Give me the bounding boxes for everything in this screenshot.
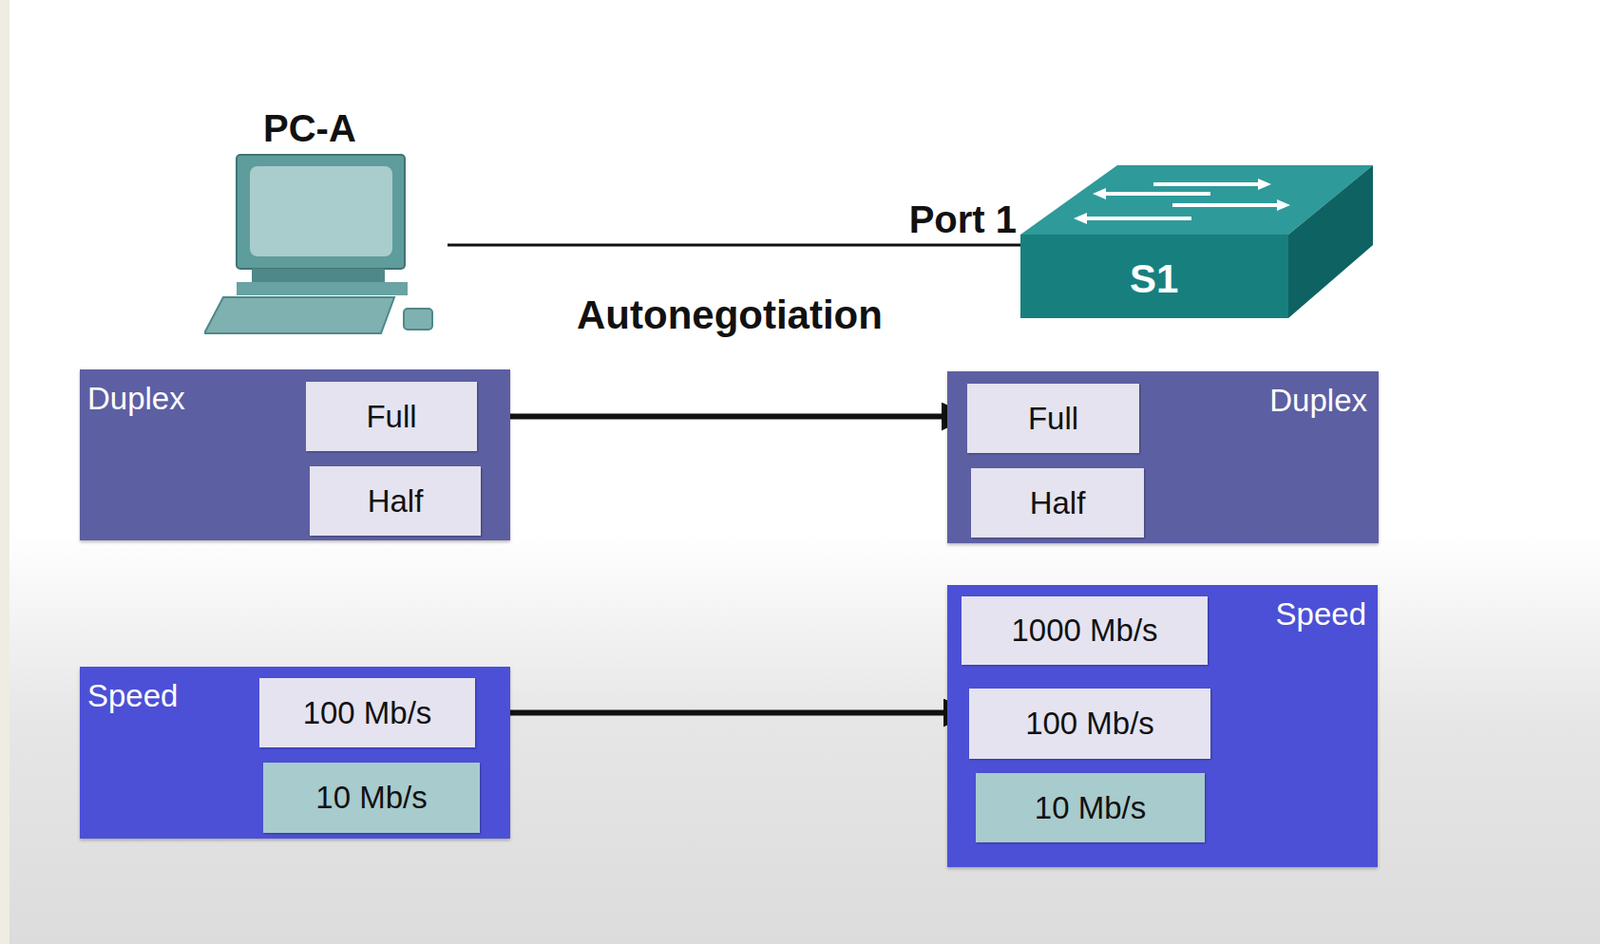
option-box: Half bbox=[309, 466, 481, 536]
caption-label: Autonegotiation bbox=[576, 292, 883, 339]
option-text: Full bbox=[1028, 400, 1079, 438]
negotiation-arrow bbox=[475, 710, 970, 717]
switch-icon: S1 bbox=[1020, 163, 1374, 320]
panel-heading: Speed bbox=[1276, 596, 1367, 633]
option-box: 100 Mb/s bbox=[969, 688, 1211, 760]
option-box: 1000 Mb/s bbox=[961, 596, 1208, 666]
port-label: Port 1 bbox=[909, 198, 1017, 242]
speed-panel: Speed 100 Mb/s 10 Mb/s bbox=[79, 666, 511, 839]
device-label: S1 bbox=[1129, 256, 1179, 303]
option-text: 1000 Mb/s bbox=[1010, 612, 1158, 649]
option-text: Half bbox=[1029, 485, 1086, 522]
switch-drawing bbox=[1020, 163, 1374, 320]
panel-heading: Duplex bbox=[1269, 382, 1368, 420]
option-text: 10 Mb/s bbox=[1034, 790, 1146, 827]
option-text: 100 Mb/s bbox=[1025, 705, 1155, 743]
option-box: Full bbox=[967, 383, 1140, 454]
panel-heading: Speed bbox=[87, 678, 178, 715]
option-box: 10 Mb/s bbox=[263, 762, 480, 834]
option-box: 10 Mb/s bbox=[975, 773, 1205, 843]
link-line bbox=[447, 244, 1021, 248]
speed-panel: Speed 1000 Mb/s 100 Mb/s 10 Mb/s bbox=[947, 585, 1378, 868]
device-label: PC-A bbox=[263, 107, 357, 151]
duplex-panel: DuplexFullHalf bbox=[79, 369, 511, 541]
option-box: 100 Mb/s bbox=[259, 678, 476, 748]
option-box: Full bbox=[305, 381, 477, 452]
option-box: Half bbox=[971, 468, 1144, 538]
option-text: Half bbox=[367, 483, 424, 520]
option-text: 100 Mb/s bbox=[303, 695, 433, 732]
duplex-panel: Duplex FullHalf bbox=[947, 371, 1379, 544]
negotiation-arrow bbox=[476, 414, 968, 420]
edge-strip bbox=[0, 0, 10, 944]
option-text: 10 Mb/s bbox=[315, 780, 427, 817]
pc-icon: PC-A bbox=[204, 107, 448, 336]
option-text: Full bbox=[365, 399, 417, 436]
panel-heading: Duplex bbox=[87, 380, 186, 418]
